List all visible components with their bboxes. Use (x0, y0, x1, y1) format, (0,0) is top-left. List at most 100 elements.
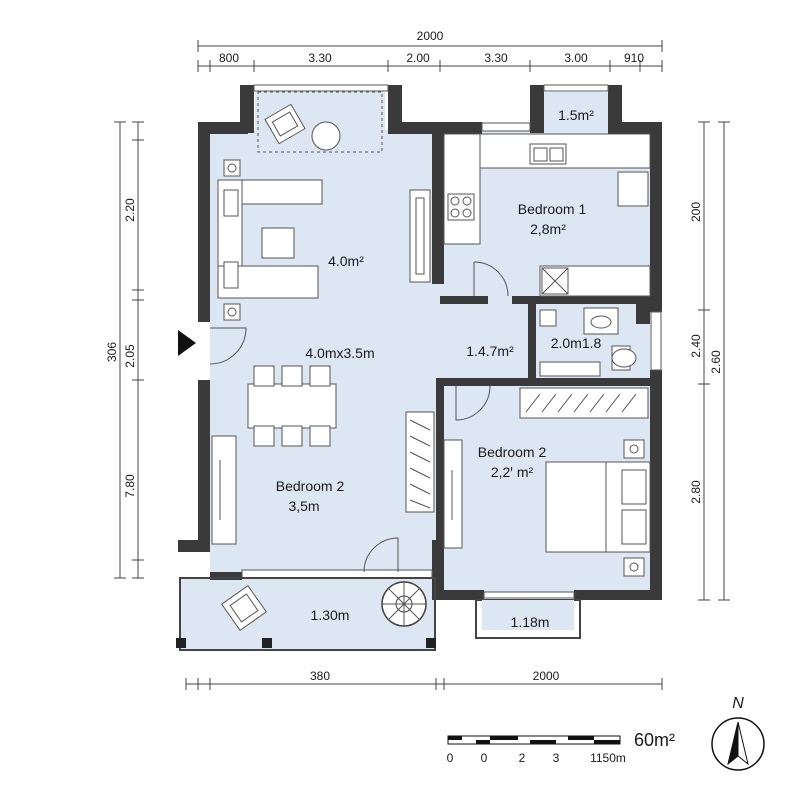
wall (650, 122, 662, 312)
wall (608, 122, 660, 134)
bay-window-inner (482, 600, 574, 630)
wall (430, 122, 482, 134)
window (543, 84, 609, 92)
dim-left-segment: 2.20 (123, 198, 137, 222)
balcony-railing (179, 577, 436, 651)
dim-right-segment: 2.80 (689, 480, 703, 504)
closet-floor (544, 92, 610, 134)
wall (198, 122, 248, 134)
lamp-icon (623, 439, 645, 459)
room-area-bath: 2.0m1.8 (551, 335, 602, 351)
room-area-closet: 1.5m² (558, 107, 594, 123)
wall (512, 296, 652, 304)
dim-top-segment: 3.00 (564, 51, 588, 65)
sofa-icon (217, 179, 323, 299)
dim-top-total: 2000 (417, 29, 444, 43)
wall (388, 85, 402, 133)
coffee-table-icon (261, 227, 295, 259)
wall (574, 590, 662, 600)
compass-label: N (732, 695, 744, 712)
post (426, 638, 436, 648)
dim-bottom-segment: 2000 (533, 669, 560, 683)
wall (436, 378, 444, 548)
post (176, 638, 186, 648)
bookshelf-icon (405, 411, 435, 513)
door-swing (473, 261, 509, 297)
dining-table-icon (247, 365, 337, 447)
scale-tick: 0 (481, 751, 488, 765)
living-floor (210, 130, 438, 578)
room-area-bedroom2-left: 3,5m (288, 498, 319, 514)
sink-icon (529, 143, 567, 165)
bay-outline (257, 91, 383, 153)
wardrobe-icon (211, 435, 237, 545)
room-area-living: 4.0m² (328, 253, 364, 269)
lamp-icon (539, 309, 557, 327)
scale-tick: 3 (553, 751, 560, 765)
bed-icon (545, 461, 651, 553)
entrance-opening (199, 322, 209, 380)
scale-tick: 2 (519, 751, 526, 765)
wall (530, 85, 544, 133)
dim-left-segment: 2.05 (123, 344, 137, 368)
plant-icon (381, 581, 427, 627)
bath-shelf-icon (539, 361, 601, 377)
window (481, 122, 531, 132)
windows (199, 84, 662, 599)
dim-top-segment: 800 (219, 51, 239, 65)
wall (178, 540, 210, 552)
window (253, 84, 389, 92)
wall (650, 370, 662, 596)
door-swing (209, 327, 247, 365)
wall (432, 134, 444, 284)
dim-top-segment: 3.30 (484, 51, 508, 65)
room-area-bedroom1: 2,8m² (530, 221, 566, 237)
balcony (176, 577, 581, 651)
dim-left-total: 306 (105, 342, 119, 362)
scale-tick: 1150m (590, 751, 626, 765)
wardrobe-icon (519, 387, 649, 419)
fridge-icon (617, 171, 649, 207)
wall (432, 590, 484, 600)
wall (240, 85, 254, 133)
dim-bottom-segment: 380 (310, 669, 330, 683)
entrance-arrow-icon (178, 330, 196, 356)
walls (178, 85, 662, 600)
furniture (211, 91, 651, 631)
dim-top-segment: 2.00 (406, 51, 430, 65)
wall (210, 572, 242, 580)
armchair-icon (221, 585, 267, 631)
wall (440, 296, 488, 304)
room-area-dining: 4.0mx3.5m (305, 345, 374, 361)
shelf-icon (443, 439, 463, 549)
door-swing (363, 537, 399, 573)
wall (528, 304, 536, 380)
dim-top-segment: 3.30 (308, 51, 332, 65)
dim-right-segment: 200 (689, 202, 703, 222)
armchair-icon (264, 103, 306, 145)
dimension-lines (114, 40, 730, 690)
room-area-hall: 1.4.7m² (466, 343, 514, 359)
doors (178, 261, 509, 573)
door-swing (455, 385, 491, 421)
window (241, 569, 433, 579)
window (483, 591, 575, 599)
wall (438, 378, 652, 386)
room-area-bay: 1.18m (511, 614, 550, 630)
round-table-icon (311, 121, 341, 151)
post (262, 638, 272, 648)
lamp-icon (623, 557, 645, 577)
room-area-bedroom2-right: 2,2ꞌ m² (491, 464, 534, 480)
dim-right-segment: 2.40 (689, 334, 703, 358)
total-area-label: 60m² (634, 730, 675, 750)
lamp-icon (223, 159, 241, 177)
wall (608, 85, 622, 133)
washbasin-icon (583, 307, 619, 335)
wall (198, 122, 210, 322)
wall (432, 540, 444, 600)
counter-icon (443, 133, 481, 245)
north-compass-icon (711, 717, 765, 771)
dim-left-segment: 7.80 (123, 474, 137, 498)
scale-bar (447, 735, 621, 745)
